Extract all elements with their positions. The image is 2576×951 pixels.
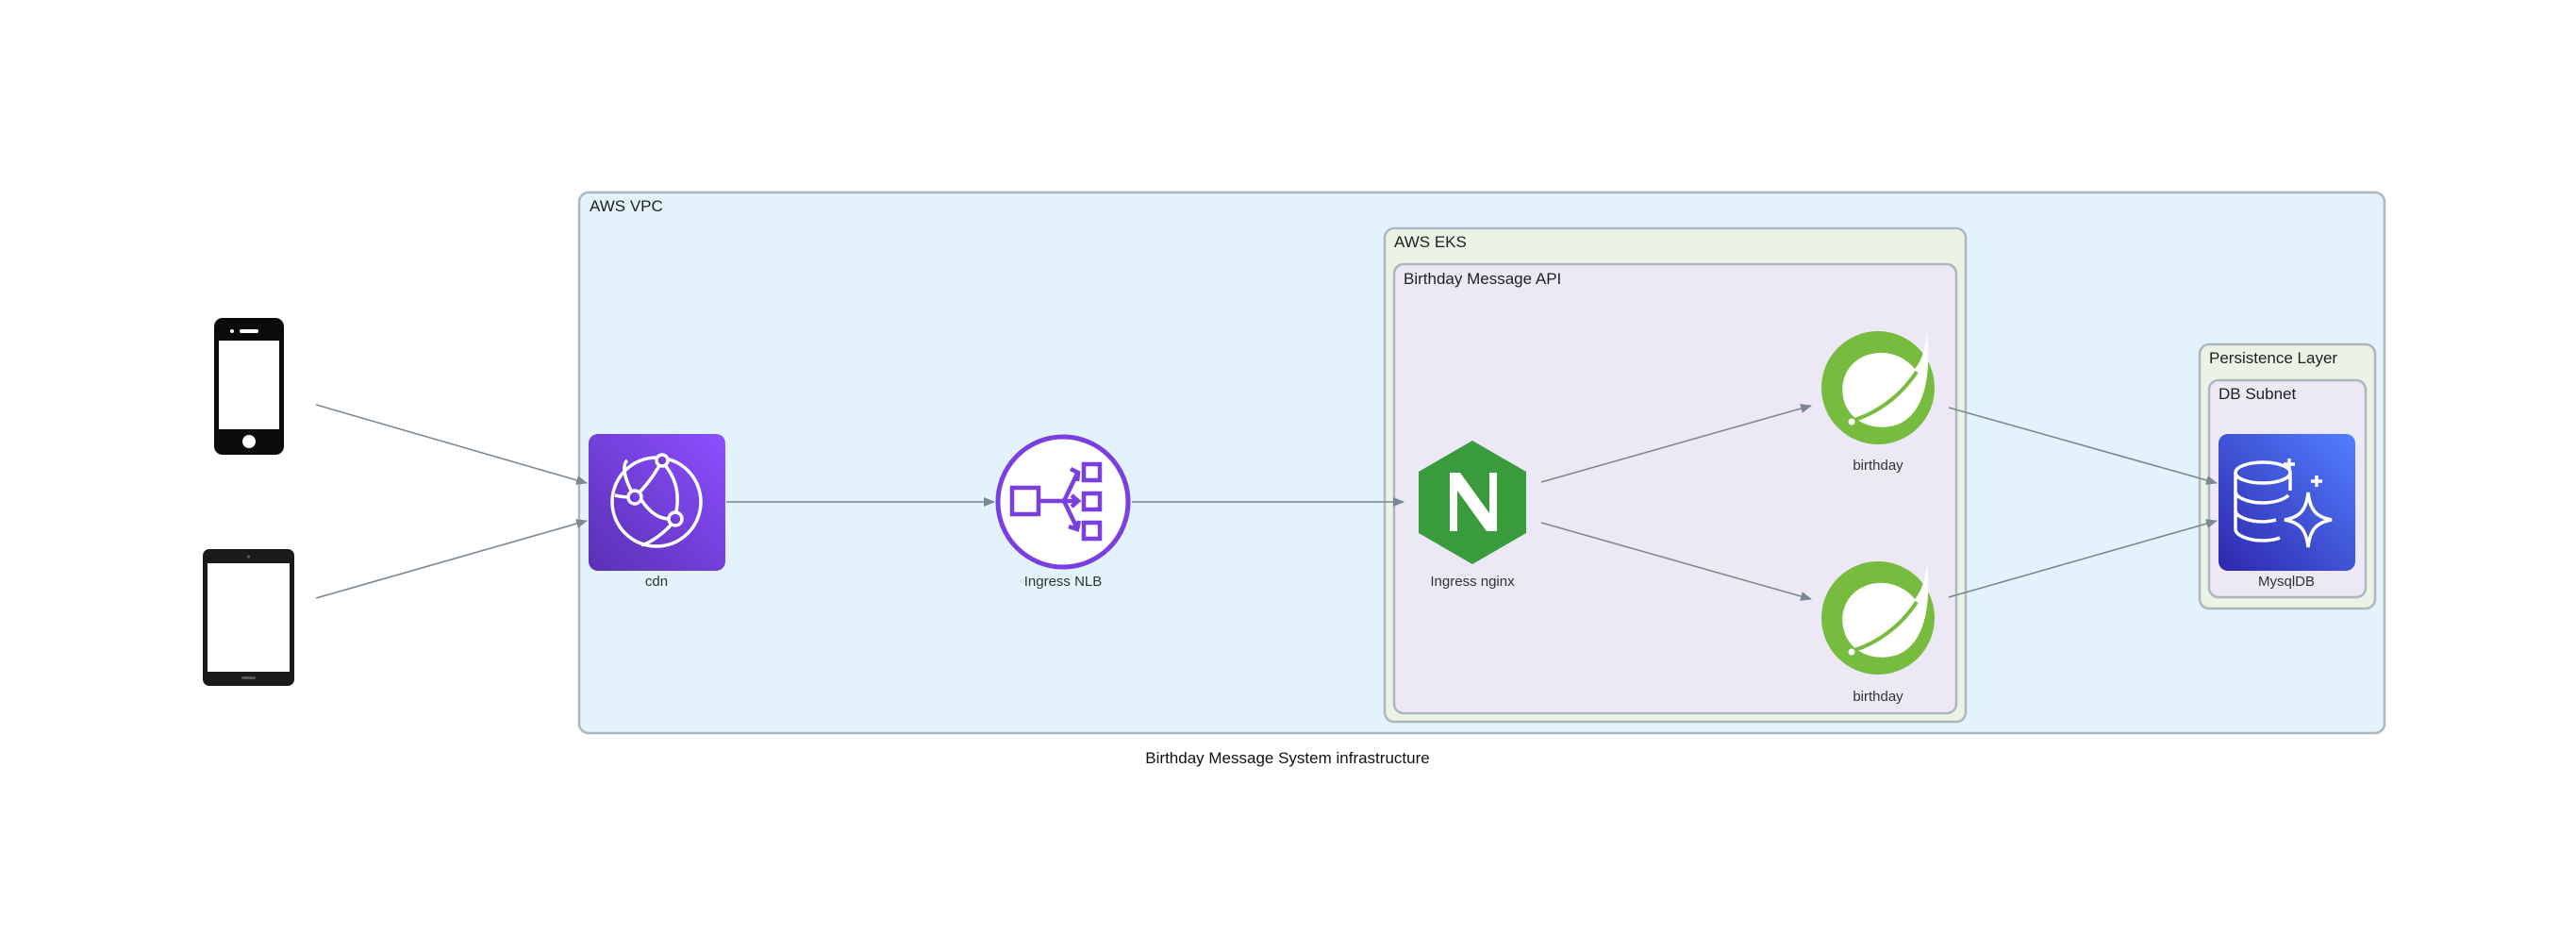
- mobile-phone-icon: [214, 318, 284, 455]
- nginx-icon: [1419, 441, 1526, 564]
- edge-mobile-to-cdn: [315, 404, 588, 485]
- edge-nginx-to-birthday-2: [1540, 522, 1812, 601]
- node-tablet: [203, 549, 294, 686]
- cluster-label-vpc: AWS VPC: [590, 197, 663, 215]
- spring-leaf-icon: [1821, 561, 1935, 675]
- node-label-mysqldb: MysqlDB: [2258, 574, 2315, 590]
- aws-network-load-balancer-icon: [995, 434, 1131, 570]
- cluster-label-persistence: Persistence Layer: [2209, 349, 2337, 367]
- edge-birthday-1-to-mysql: [1948, 407, 2218, 485]
- edge-tablet-to-cdn: [315, 519, 588, 599]
- cluster-label-api: Birthday Message API: [1404, 270, 1561, 288]
- cluster-birthday-api: Birthday Message API: [1392, 262, 1958, 715]
- edge-nginx-to-birthday-1: [1540, 404, 1812, 483]
- node-mobile: [214, 318, 284, 455]
- edges: [315, 404, 2218, 601]
- aws-aurora-database-icon: [2219, 434, 2355, 571]
- node-ingress-nlb: Ingress NLB: [995, 434, 1131, 590]
- node-label-nginx: Ingress nginx: [1430, 574, 1515, 590]
- aws-cloudfront-icon: [589, 434, 725, 571]
- edge-birthday-2-to-mysql: [1948, 519, 2218, 598]
- node-label-cdn: cdn: [645, 574, 668, 590]
- node-label-birthday-2: birthday: [1853, 689, 1903, 705]
- node-cdn: cdn: [589, 434, 725, 590]
- node-birthday-2: birthday: [1821, 561, 1935, 705]
- cluster-label-eks: AWS EKS: [1394, 233, 1467, 251]
- node-mysqldb: MysqlDB: [2219, 434, 2355, 590]
- node-label-nlb: Ingress NLB: [1024, 574, 1103, 590]
- spring-leaf-icon: [1821, 331, 1935, 444]
- node-label-birthday-1: birthday: [1853, 458, 1903, 474]
- node-birthday-1: birthday: [1821, 331, 1935, 474]
- tablet-icon: [203, 549, 294, 686]
- cluster-label-db-subnet: DB Subnet: [2219, 385, 2296, 403]
- node-ingress-nginx: Ingress nginx: [1419, 441, 1526, 590]
- diagram-caption: Birthday Message System infrastructure: [1145, 749, 1429, 767]
